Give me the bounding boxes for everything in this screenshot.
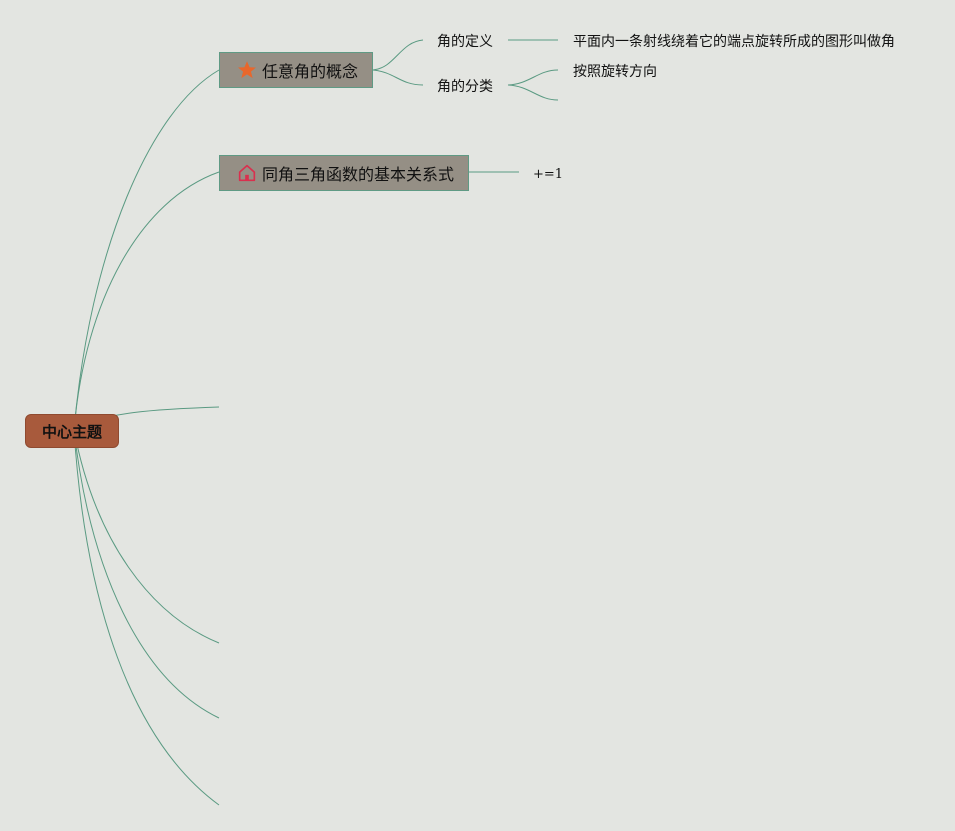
leaf-rotation-direction[interactable]: 按照旋转方向 (573, 61, 657, 81)
leaf-identity-formula[interactable]: +=1 (533, 164, 563, 184)
central-topic[interactable]: 中心主题 (25, 414, 119, 448)
formula-label: +=1 (533, 166, 564, 182)
link-topic1-sub1 (372, 39, 424, 71)
link-sub2-leaf2 (507, 69, 559, 86)
leaf-label: 平面内一条射线绕着它的端点旋转所成的图形叫做角 (573, 34, 895, 50)
link-topic1-sub2 (372, 69, 424, 86)
leaf-label: 按照旋转方向 (573, 64, 657, 80)
topic-trig-relations[interactable]: 同角三角函数的基本关系式 (219, 155, 469, 191)
subtopic-label: 角的定义 (437, 34, 493, 50)
link-sub2-empty (507, 84, 559, 101)
link-root-topic2 (73, 171, 220, 431)
link-root-empty2 (73, 429, 220, 644)
link-root-topic1 (73, 69, 220, 431)
link-root-empty3 (73, 429, 220, 719)
star-icon (236, 59, 258, 81)
subtopic-label: 角的分类 (437, 79, 493, 95)
home-icon (236, 162, 258, 184)
topic-label: 任意角的概念 (262, 62, 359, 81)
subtopic-angle-classification[interactable]: 角的分类 (437, 76, 493, 96)
leaf-angle-definition-text[interactable]: 平面内一条射线绕着它的端点旋转所成的图形叫做角 (573, 31, 895, 51)
central-topic-label: 中心主题 (41, 422, 102, 441)
topic-label: 同角三角函数的基本关系式 (262, 165, 455, 184)
link-root-empty4 (73, 429, 220, 806)
subtopic-angle-definition[interactable]: 角的定义 (437, 31, 493, 51)
topic-arbitrary-angle[interactable]: 任意角的概念 (219, 52, 373, 88)
